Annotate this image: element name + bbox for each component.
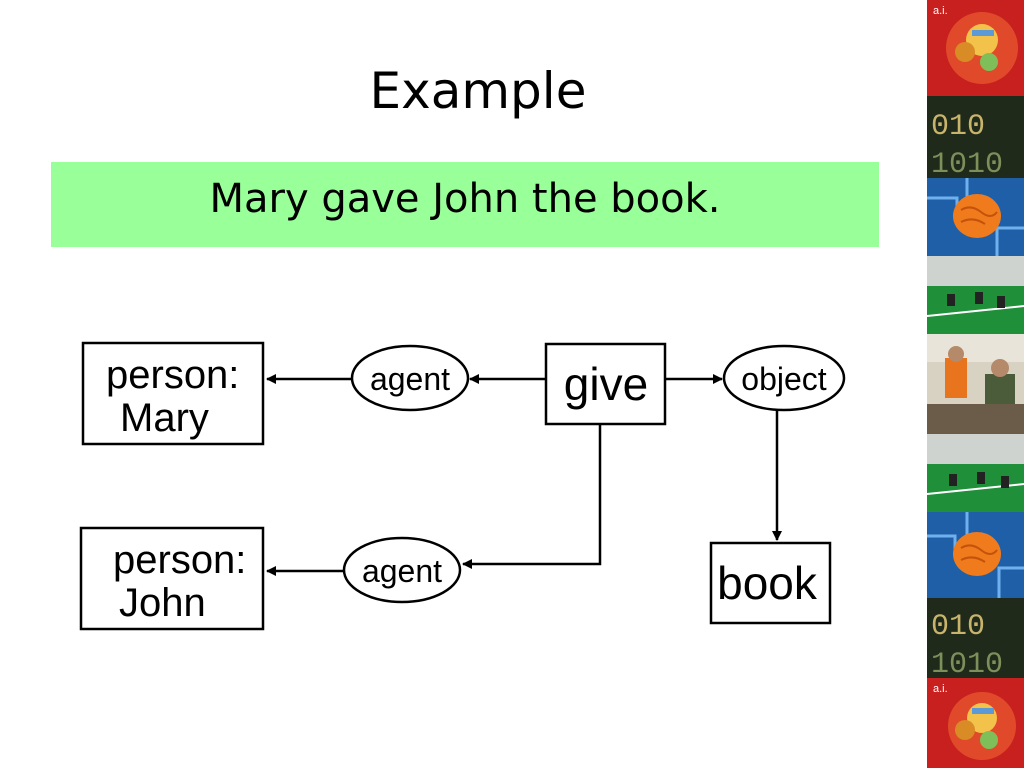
person-john-type-label: person: [113, 538, 246, 582]
person-john-name-label: John [119, 581, 206, 625]
sentence-text: Mary gave John the book. [209, 176, 721, 222]
slide-title: Example [369, 62, 587, 120]
svg-text:010: 010 [931, 610, 985, 644]
edge-give-to-agent-bottom [462, 424, 602, 569]
brain-circuit-icon [927, 178, 1024, 256]
person-mary-name-label: Mary [120, 396, 209, 440]
semantic-network-diagram: person: Mary person: John give book agen… [79, 341, 846, 631]
book-node: book [709, 541, 832, 625]
agent-bottom-label: agent [362, 553, 442, 589]
ai-head-icon: a.i. [927, 0, 1024, 96]
sidebar-image-strip: a.i. 010 1010 [927, 0, 1024, 768]
brain-circuit-icon [927, 512, 1024, 598]
robot-lab-photo-icon [927, 334, 1024, 434]
give-node: give [544, 342, 667, 426]
person-john-node: person: John [79, 526, 265, 631]
person-mary-type-label: person: [106, 353, 239, 397]
book-label: book [717, 557, 818, 609]
robot-soccer-field-icon [927, 256, 1024, 334]
agent-top-label: agent [370, 361, 450, 397]
svg-text:1010: 1010 [931, 148, 1003, 178]
binary-code-icon: 010 1010 [927, 96, 1024, 178]
object-relation: object [722, 344, 846, 412]
ai-caption: a.i. [933, 5, 948, 17]
svg-text:010: 010 [931, 110, 985, 144]
agent-relation-bottom: agent [342, 536, 462, 604]
ai-head-icon: a.i. [927, 678, 1024, 768]
person-mary-node: person: Mary [81, 341, 265, 446]
robot-soccer-field-icon [927, 434, 1024, 512]
sentence-banner: Mary gave John the book. [51, 162, 879, 247]
binary-code-icon: 010 1010 [927, 598, 1024, 678]
give-label: give [564, 358, 648, 410]
svg-text:1010: 1010 [931, 648, 1003, 678]
agent-relation-top: agent [350, 344, 470, 412]
ai-caption: a.i. [933, 683, 948, 695]
object-label: object [741, 361, 827, 397]
